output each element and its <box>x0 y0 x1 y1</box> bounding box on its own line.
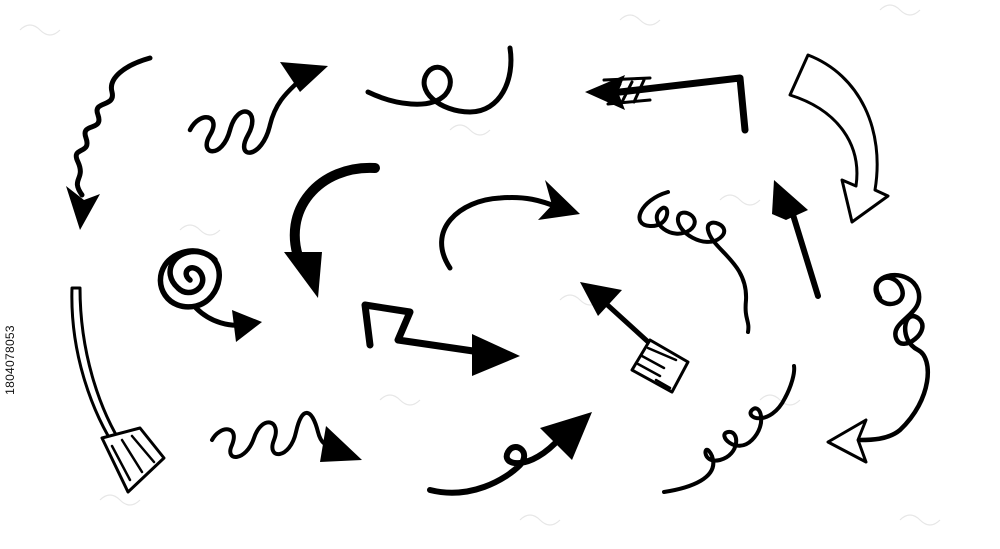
fletched-arrow-up-left <box>580 282 690 394</box>
zigzag-arrow-right <box>361 301 520 376</box>
spring-arrow-right <box>187 62 328 155</box>
coil-arrow-outline-left <box>826 273 930 464</box>
stock-image-id: 1804078053 <box>2 300 18 420</box>
curved-arrow-down <box>284 162 380 298</box>
loop-curve <box>365 45 514 115</box>
coil-squiggle <box>637 190 751 334</box>
straight-arrow-up <box>772 180 821 299</box>
spring-arrow-right-small <box>210 410 362 462</box>
outline-arrow-curved <box>788 53 890 224</box>
spiral-arrow-right <box>157 248 262 342</box>
loop-arrow-up-right <box>427 412 592 496</box>
spring-squiggle <box>662 364 797 494</box>
spring-arrow-down <box>66 55 153 230</box>
curved-arrow-right <box>439 180 580 271</box>
stock-image-id-text: 1804078053 <box>3 325 17 395</box>
fletched-arrow-bent <box>585 74 749 134</box>
watermark-pattern <box>19 4 941 526</box>
fletched-arrow-down <box>70 286 166 494</box>
